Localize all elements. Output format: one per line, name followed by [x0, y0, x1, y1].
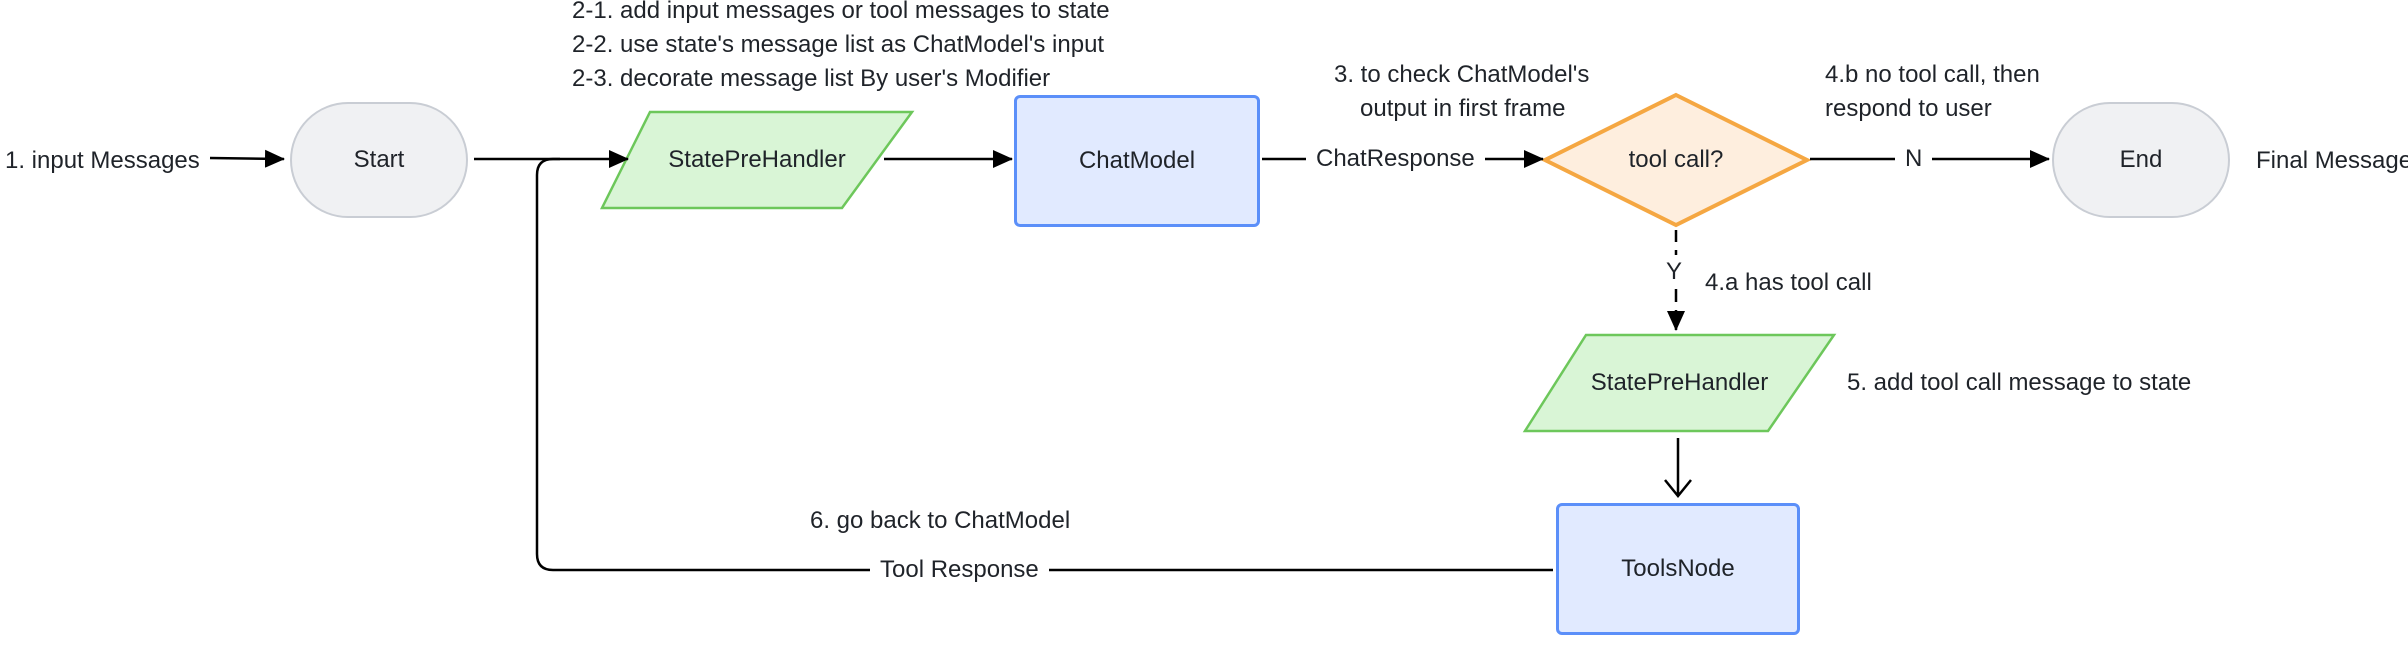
state-pre-handler-node-1: StatePreHandler [602, 112, 912, 208]
state-pre-handler-label-2: StatePreHandler [1590, 369, 1769, 396]
go-back-label: 6. go back to ChatModel [810, 507, 1071, 534]
has-tool-call-label: 4.a has tool call [1705, 269, 1872, 296]
no-tool-call-label-line-2: respond to user [1825, 95, 1992, 122]
arrow-prehandler2-to-toolsnode [1664, 438, 1692, 498]
state-pre-handler-label-1: StatePreHandler [668, 146, 846, 173]
tool-call-decision-node: tool call? [1545, 95, 1807, 225]
tool-response-label: Tool Response [870, 553, 1049, 587]
start-node: Start [290, 102, 468, 218]
chat-model-node: ChatModel [1014, 95, 1260, 227]
loop-back-line [535, 157, 1553, 572]
branch-no-label: N [1895, 142, 1933, 176]
tools-node-label: ToolsNode [1621, 555, 1735, 582]
chat-response-label: ChatResponse [1306, 142, 1485, 176]
final-message-label: Final Message [2256, 147, 2408, 174]
start-label: Start [353, 146, 405, 173]
branch-yes-label: Y [1660, 255, 1689, 289]
tool-call-decision-label: tool call? [1628, 146, 1724, 173]
check-output-label-line-1: 3. to check ChatModel's [1334, 61, 1590, 88]
state-pre-handler-node-2: StatePreHandler [1525, 335, 1834, 431]
state-pre-handler-shape-1 [599, 110, 915, 210]
chat-model-label: ChatModel [1078, 147, 1196, 174]
prehandler-note-2: 2-2. use state's message list as ChatMod… [572, 31, 1105, 58]
tools-node: ToolsNode [1556, 503, 1800, 635]
decision-diamond-shape [1540, 92, 1812, 228]
end-label: End [2119, 146, 2163, 173]
end-node: End [2052, 102, 2230, 218]
input-messages-label: 1. input Messages [5, 147, 200, 174]
add-tool-call-message-label: 5. add tool call message to state [1847, 369, 2192, 396]
prehandler-note-1: 2-1. add input messages or tool messages… [572, 0, 1110, 24]
prehandler-note-3: 2-3. decorate message list By user's Mod… [572, 65, 1051, 92]
state-pre-handler-shape-2 [1522, 333, 1837, 433]
check-output-label-line-2: output in first frame [1360, 95, 1566, 122]
arrow-input-to-start [209, 149, 285, 168]
no-tool-call-label-line-1: 4.b no tool call, then [1825, 61, 2040, 88]
